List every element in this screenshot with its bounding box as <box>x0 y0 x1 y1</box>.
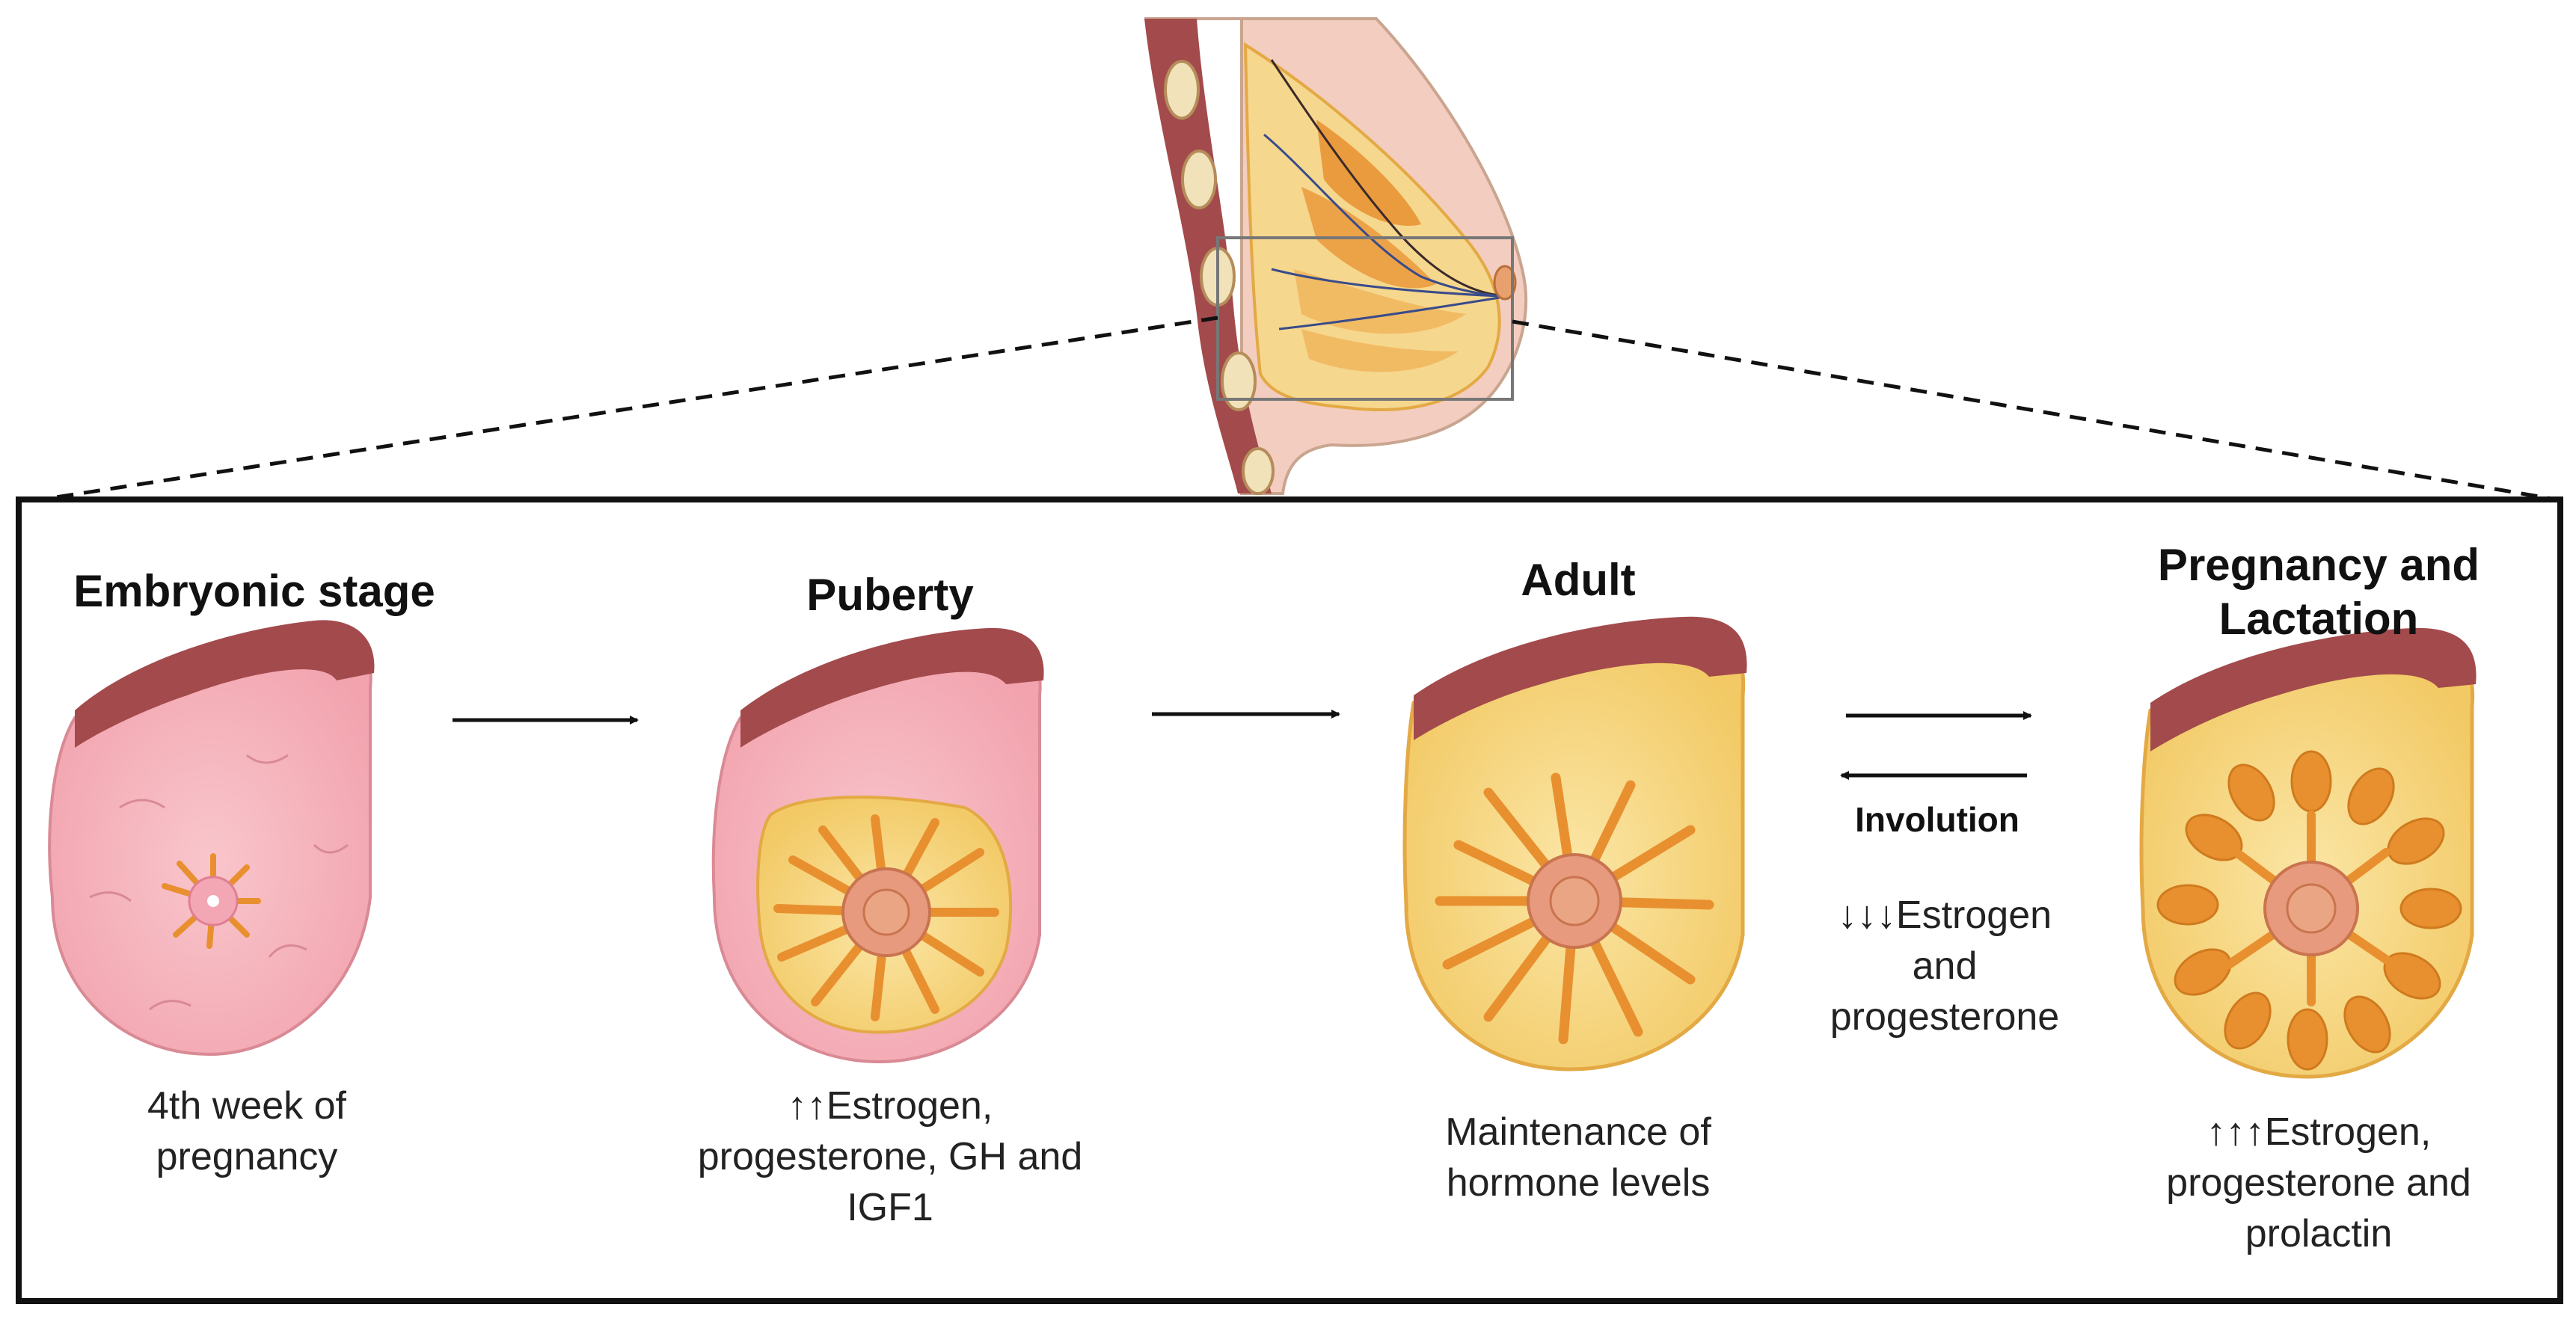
embryonic-breast-illustration <box>48 620 375 1057</box>
adult-breast-illustration <box>1402 616 1747 1072</box>
stages-frame <box>16 496 2563 1304</box>
stage-title-lactation: Pregnancy and Lactation <box>2157 540 2480 644</box>
caption-puberty: ↑↑Estrogen, progesterone, GH and IGF1 <box>697 1084 1083 1229</box>
puberty-breast-illustration <box>711 627 1044 1064</box>
zoom-line-right <box>1512 319 2557 502</box>
sagittal-breast-illustration <box>1144 17 1528 495</box>
caption-lactation: ↑↑↑Estrogen, progesterone and prolactin <box>2166 1110 2471 1255</box>
involution-label: Involution <box>1855 800 2020 839</box>
zoom-line-left <box>40 316 1218 502</box>
caption-adult: Maintenance of hormone levels <box>1445 1110 1711 1205</box>
lactation-breast-illustration <box>2139 627 2477 1079</box>
stage-title-embryonic: Embryonic stage <box>73 566 435 616</box>
caption-embryonic: 4th week of pregnancy <box>147 1084 346 1178</box>
involution-caption: ↓↓↓Estrogen and progesterone <box>1830 894 2060 1039</box>
stage-title-adult: Adult <box>1521 555 1636 605</box>
stage-title-puberty: Puberty <box>806 570 974 620</box>
